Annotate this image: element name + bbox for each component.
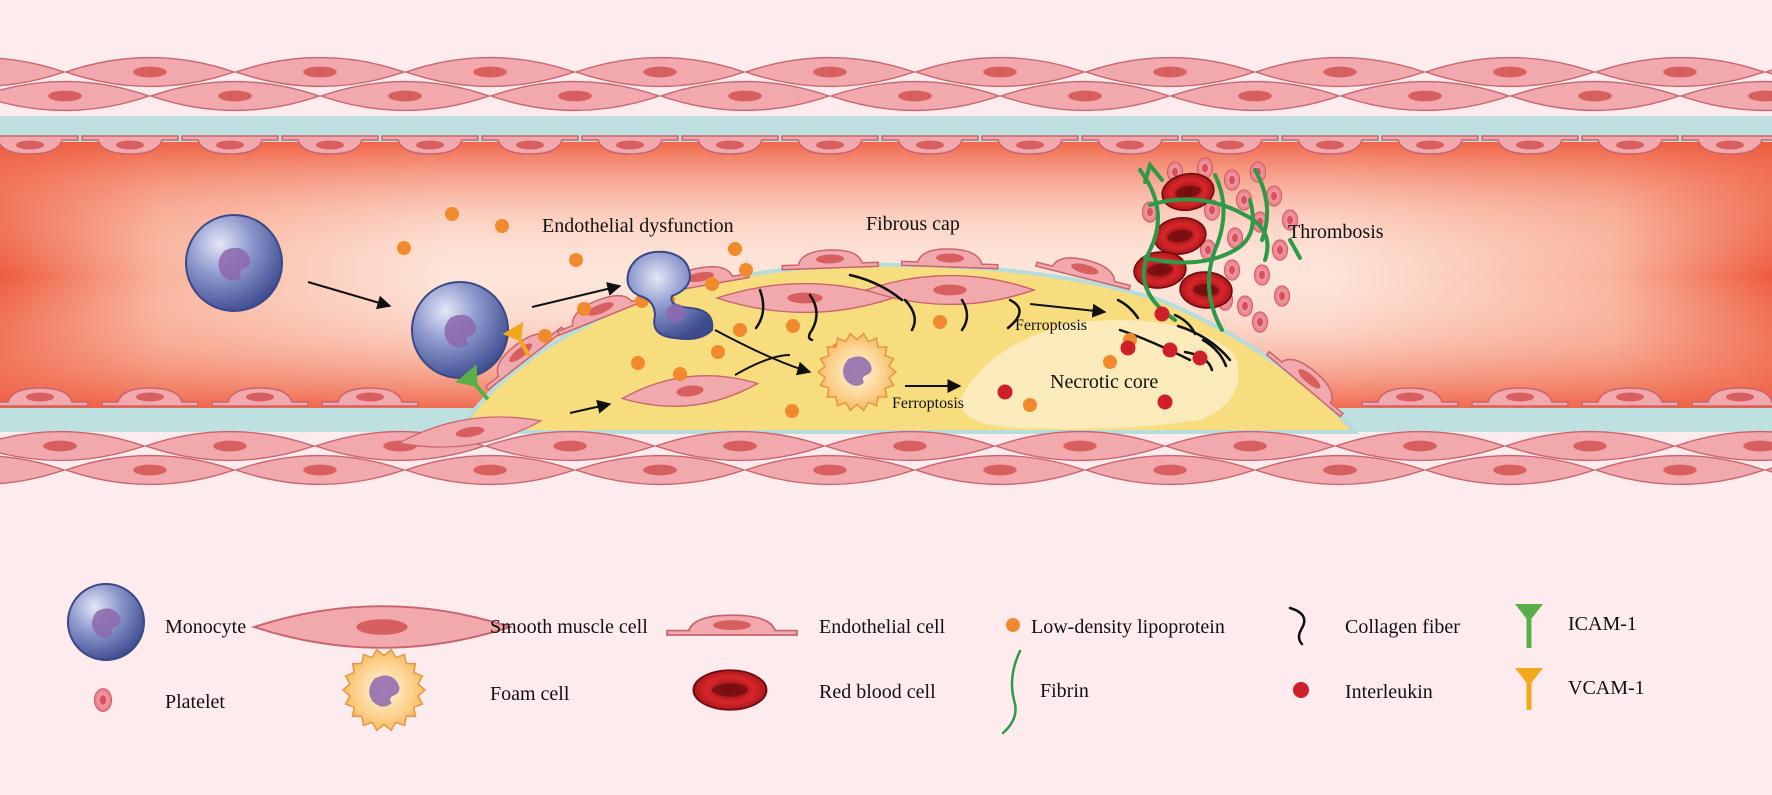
legend-interleukin-icon (1293, 682, 1309, 698)
label-thrombosis: Thrombosis (1288, 221, 1384, 243)
interleukin-particle (1157, 394, 1173, 410)
legend-foam-cell-label: Foam cell (490, 683, 570, 705)
platelet (1223, 169, 1241, 191)
legend-monocyte-icon (67, 583, 145, 661)
legend-interleukin-label: Interleukin (1345, 681, 1433, 703)
platelet (1265, 185, 1283, 207)
label-necrotic-core: Necrotic core (1050, 371, 1158, 393)
legend-ldl-label: Low-density lipoprotein (1031, 616, 1225, 638)
ldl-particle (733, 323, 747, 337)
legend-monocyte-label: Monocyte (165, 616, 246, 638)
ldl-particle (569, 253, 583, 267)
icam-receptor (455, 364, 490, 401)
ldl-particle (1023, 398, 1037, 412)
interleukin-particle (1162, 342, 1178, 358)
legend-icam-label: ICAM-1 (1568, 613, 1637, 635)
platelet (1236, 295, 1254, 317)
ldl-particle (728, 242, 742, 256)
legend-smooth-muscle-label: Smooth muscle cell (490, 616, 648, 638)
legend-platelet-label: Platelet (165, 691, 225, 713)
ldl-particles (397, 207, 1137, 418)
ldl-particle (495, 219, 509, 233)
platelet (1253, 264, 1271, 286)
legend-foam-cell-icon (341, 648, 427, 732)
legend-fibrin-icon (1001, 649, 1022, 735)
foam-cell-in-plaque (816, 332, 898, 412)
legend-endothelial-label: Endothelial cell (819, 616, 946, 638)
label-fibrous-cap: Fibrous cap (866, 213, 960, 235)
ldl-particle (739, 263, 753, 277)
ldl-particle (631, 356, 645, 370)
legend-ldl-icon (1006, 618, 1020, 632)
platelet (1251, 311, 1269, 333)
legend-rbc-icon (692, 669, 768, 711)
ldl-particle (538, 329, 552, 343)
legend: Monocyte Smooth muscle cell Endothelial … (67, 583, 1645, 735)
platelet (1271, 239, 1289, 261)
fibrin-strands (1138, 160, 1302, 332)
interleukin-particle (1192, 350, 1208, 366)
ldl-particle (397, 241, 411, 255)
platelet (1273, 285, 1291, 307)
monocyte-free (185, 214, 283, 312)
legend-rbc-label: Red blood cell (819, 681, 936, 703)
legend-collagen-icon (1288, 606, 1306, 646)
vcam-receptor (502, 321, 531, 357)
label-ferroptosis-upper: Ferroptosis (1015, 317, 1087, 334)
interleukin-particle (1120, 340, 1136, 356)
legend-fibrin-label: Fibrin (1040, 680, 1089, 702)
process-arrows (307, 281, 1107, 414)
legend-collagen-label: Collagen fiber (1345, 616, 1460, 638)
ldl-particle (705, 277, 719, 291)
label-endothelial-dysfunction: Endothelial dysfunction (542, 215, 734, 237)
platelet (1223, 259, 1241, 281)
ldl-particle (445, 207, 459, 221)
ldl-particle (786, 319, 800, 333)
interleukin-particle (997, 384, 1013, 400)
legend-vcam-icon (1515, 668, 1543, 710)
ldl-particle (673, 367, 687, 381)
legend-icam-icon (1515, 604, 1543, 648)
interleukin-particle (1154, 306, 1170, 322)
ldl-particle (785, 404, 799, 418)
legend-platelet-icon (93, 688, 113, 712)
ldl-particle (711, 345, 725, 359)
legend-vcam-label: VCAM-1 (1568, 677, 1645, 699)
ldl-particle (1103, 355, 1117, 369)
interleukin-particles (997, 306, 1208, 410)
ldl-particle (577, 302, 591, 316)
label-ferroptosis-lower: Ferroptosis (892, 395, 964, 412)
monocyte-transmigrating (626, 250, 714, 340)
monocyte-adhering (411, 281, 509, 379)
ldl-particle (933, 315, 947, 329)
